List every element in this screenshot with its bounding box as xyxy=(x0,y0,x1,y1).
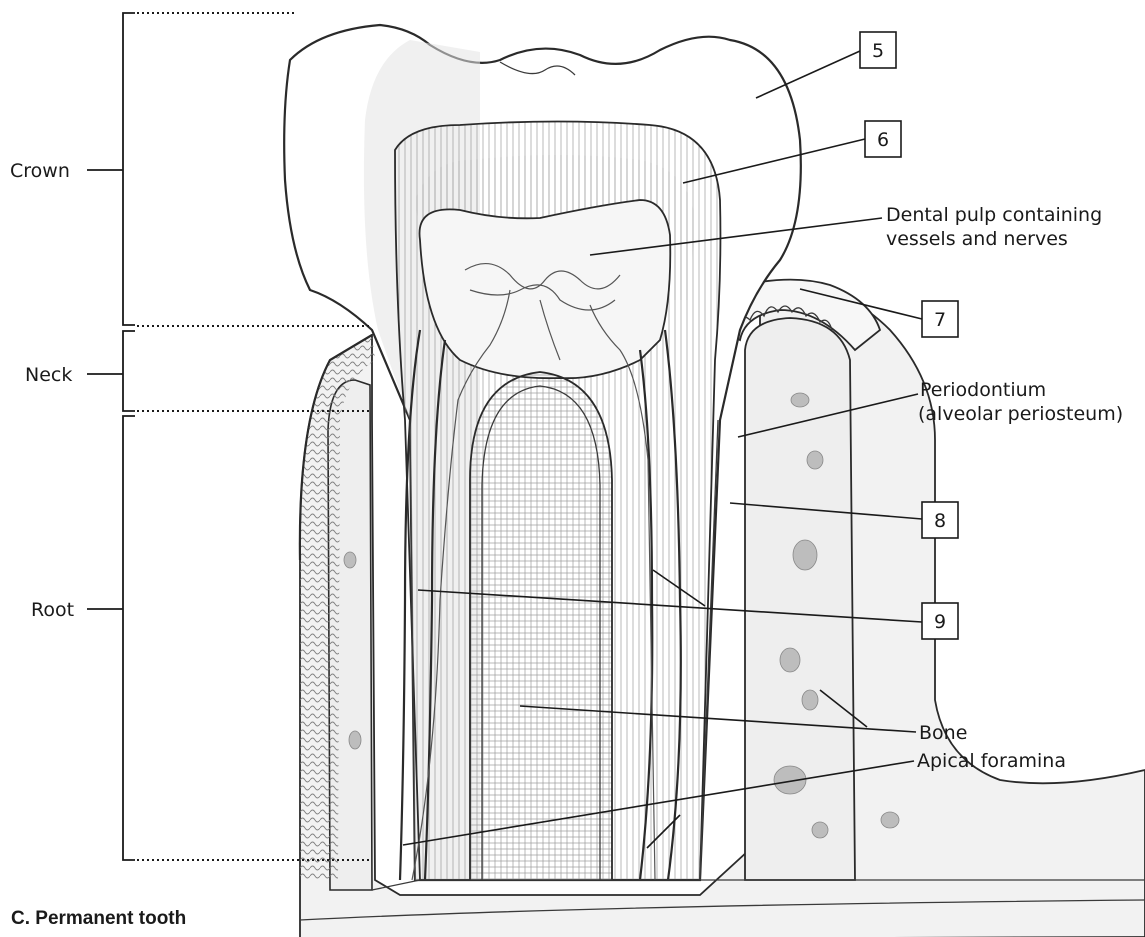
label-bone: Bone xyxy=(919,722,967,744)
label-dental-pulp-line1: Dental pulp containing xyxy=(886,204,1102,226)
box-9-label: 9 xyxy=(934,611,946,633)
label-periodontium-line1: Periodontium xyxy=(920,379,1046,401)
label-dental-pulp-line2: vessels and nerves xyxy=(886,228,1068,250)
numbered-box-9: 9 xyxy=(922,603,958,639)
box-5-label: 5 xyxy=(872,40,884,62)
numbered-box-6: 6 xyxy=(865,121,901,157)
box-8-label: 8 xyxy=(934,510,946,532)
label-periodontium-line2: (alveolar periosteum) xyxy=(918,403,1123,425)
box-7-label: 7 xyxy=(934,309,946,331)
label-apical-foramina: Apical foramina xyxy=(917,750,1066,772)
label-root: Root xyxy=(31,599,74,621)
root-bracket xyxy=(123,416,135,860)
label-neck: Neck xyxy=(25,364,72,386)
numbered-box-8: 8 xyxy=(922,502,958,538)
figure-caption: C. Permanent tooth xyxy=(11,908,186,929)
neck-bracket xyxy=(123,331,135,411)
numbered-box-7: 7 xyxy=(922,301,958,337)
numbered-box-5: 5 xyxy=(860,32,896,68)
box-6-label: 6 xyxy=(877,129,889,151)
label-crown: Crown xyxy=(10,160,70,182)
crown-bracket xyxy=(123,13,135,325)
